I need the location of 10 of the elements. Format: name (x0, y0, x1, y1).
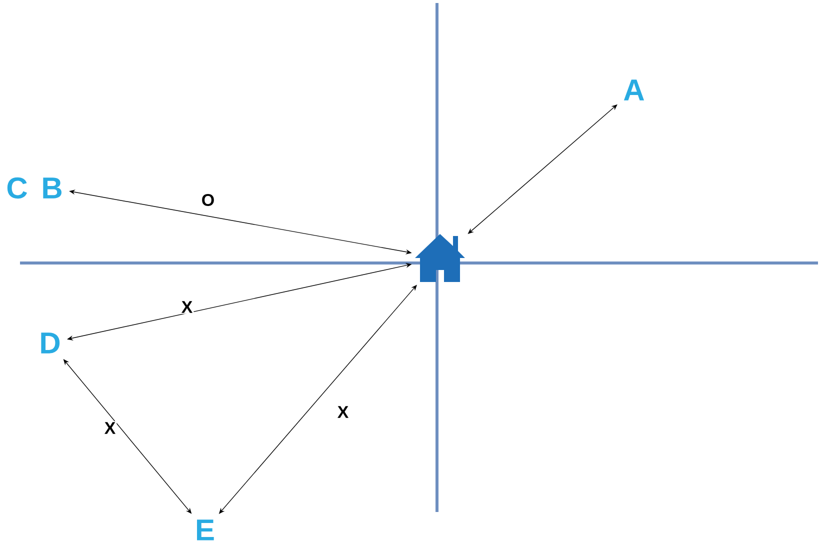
edge-label: X (336, 405, 350, 419)
letter-label: B (43, 178, 62, 198)
letter-label: E (197, 520, 214, 540)
house-icon (415, 234, 465, 282)
letter-label: D (41, 332, 60, 354)
edge-label: X (103, 421, 117, 435)
edge-label: X (180, 300, 194, 314)
edge-label: O (200, 192, 216, 208)
letter-label: A (624, 80, 644, 100)
letter-label: C (7, 177, 28, 199)
